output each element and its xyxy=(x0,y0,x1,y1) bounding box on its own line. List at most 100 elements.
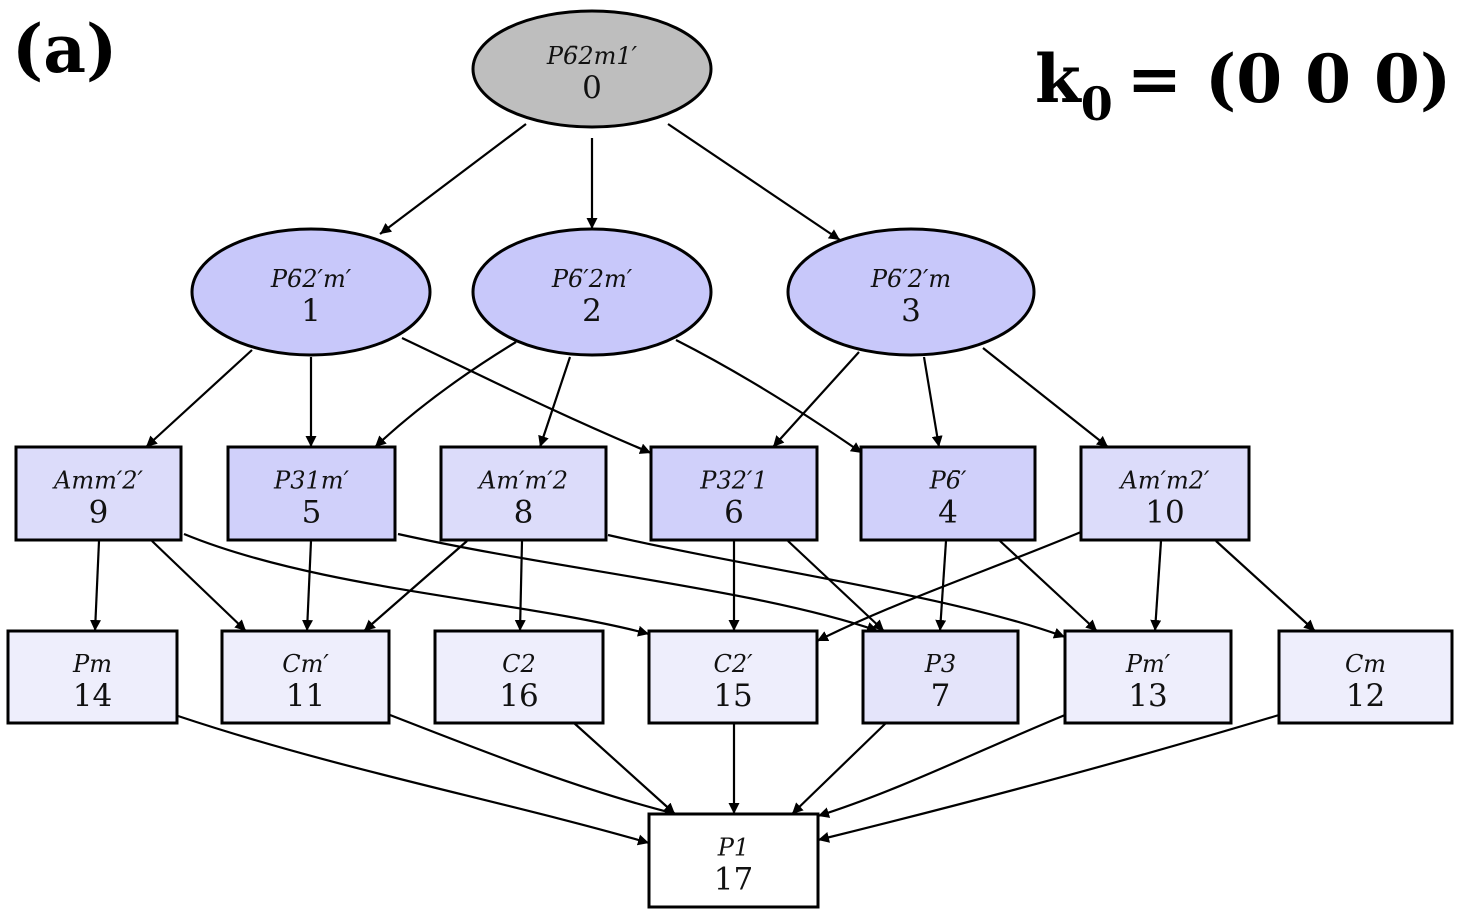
edge-n4-to-n13 xyxy=(999,540,1098,632)
edge-n9-to-n14 xyxy=(89,540,101,632)
node-13: Pm′13 xyxy=(1063,629,1233,725)
edge-n16-to-n17 xyxy=(573,722,676,815)
edge-n9-to-n11 xyxy=(151,540,247,632)
node-3: P6̄′2′m3 xyxy=(786,227,1036,357)
node-17-symbol: P1 xyxy=(717,834,749,862)
node-15-index: 15 xyxy=(713,678,752,714)
edge-n5-to-n11 xyxy=(301,540,313,632)
node-5-shape xyxy=(226,445,397,542)
node-11-symbol: Cm′ xyxy=(282,650,329,678)
node-6-shape xyxy=(649,445,819,542)
node-11: Cm′11 xyxy=(220,629,391,725)
node-2-symbol: P6̄′2m′ xyxy=(551,265,633,293)
node-2-shape xyxy=(471,227,713,357)
node-10-index: 10 xyxy=(1145,495,1184,531)
node-13-index: 13 xyxy=(1128,678,1167,714)
node-8-index: 8 xyxy=(514,495,534,531)
node-11-index: 11 xyxy=(286,678,325,714)
node-4-shape xyxy=(859,445,1037,542)
node-7-index: 7 xyxy=(931,678,951,714)
edge-n0-to-n1 xyxy=(379,123,527,235)
node-8-symbol: Am′m′2 xyxy=(477,467,568,495)
node-1-symbol: P6̄2′m′ xyxy=(270,265,352,293)
node-15-symbol: C2′ xyxy=(713,650,753,678)
panel-label: (a) xyxy=(12,10,117,88)
node-2-index: 2 xyxy=(582,293,602,329)
node-11-shape xyxy=(220,629,391,725)
node-1-shape xyxy=(190,227,432,357)
node-3-shape xyxy=(786,227,1036,357)
node-7-symbol: P3 xyxy=(924,650,956,678)
edge-n7-to-n17 xyxy=(791,722,887,815)
node-15: C2′15 xyxy=(647,629,819,725)
node-15-shape xyxy=(647,629,819,725)
edge-n10-to-n12 xyxy=(1215,540,1316,632)
node-8-shape xyxy=(439,445,608,542)
edge-n8-to-n16 xyxy=(514,540,526,632)
edge-n2-to-n4 xyxy=(675,339,863,454)
node-16-index: 16 xyxy=(499,678,538,714)
edge-n2-to-n8 xyxy=(538,356,572,448)
edge-n0-to-n3 xyxy=(667,123,841,241)
node-14-shape xyxy=(6,629,179,725)
node-3-symbol: P6̄′2′m xyxy=(870,265,951,293)
node-14-index: 14 xyxy=(73,678,112,714)
node-9-shape xyxy=(14,445,183,542)
edge-n13-to-n17 xyxy=(817,713,1066,818)
node-6-index: 6 xyxy=(724,495,744,531)
edge-n14-to-n17 xyxy=(177,714,650,846)
node-10-shape xyxy=(1079,445,1251,542)
node-9-symbol: Amm′2′ xyxy=(52,467,144,495)
node-2: P6̄′2m′2 xyxy=(471,227,713,357)
k-vector-label: k0 = (0 0 0) xyxy=(1035,40,1451,131)
edge-n10-to-n15 xyxy=(816,530,1082,642)
node-12-shape xyxy=(1277,629,1454,725)
node-5: P31m′5 xyxy=(226,445,397,542)
node-6: P32′16 xyxy=(649,445,819,542)
node-12-symbol: Cm xyxy=(1345,650,1386,678)
node-4: P6̄′4 xyxy=(859,445,1037,542)
node-7: P37 xyxy=(861,629,1020,725)
node-13-symbol: Pm′ xyxy=(1125,650,1171,678)
node-0-shape xyxy=(471,9,713,129)
edge-n11-to-n17 xyxy=(389,713,677,817)
node-10-symbol: Am′m2′ xyxy=(1118,467,1210,495)
node-9: Amm′2′9 xyxy=(14,445,183,542)
edges-layer xyxy=(89,123,1316,846)
edge-n1-to-n9 xyxy=(145,349,253,448)
node-5-symbol: P31m′ xyxy=(273,467,349,495)
edge-n9-to-n15 xyxy=(183,532,650,637)
node-6-symbol: P32′1 xyxy=(699,467,767,495)
node-17-index: 17 xyxy=(714,862,753,898)
node-0-index: 0 xyxy=(582,70,602,106)
edge-n6-to-n7 xyxy=(787,540,885,632)
node-16-symbol: C2 xyxy=(502,650,536,678)
edge-n8-to-n13 xyxy=(607,533,1066,639)
node-16-shape xyxy=(433,629,605,725)
edge-n3-to-n10 xyxy=(982,347,1109,448)
k-vector-value: = (0 0 0) xyxy=(1127,40,1451,118)
node-13-shape xyxy=(1063,629,1233,725)
edge-n12-to-n17 xyxy=(817,713,1280,843)
node-1: P6̄2′m′1 xyxy=(190,227,432,357)
node-8: Am′m′28 xyxy=(439,445,608,542)
nodes-layer: P6̄2m1′0P6̄2′m′1P6̄′2m′2P6̄′2′m3Amm′2′9P… xyxy=(6,9,1454,909)
node-0-symbol: P6̄2m1′ xyxy=(546,42,638,70)
edge-n1-to-n6 xyxy=(401,337,652,455)
node-14-symbol: Pm xyxy=(72,650,112,678)
node-17-shape xyxy=(647,812,820,909)
node-3-index: 3 xyxy=(901,293,921,329)
edge-n3-to-n6 xyxy=(772,351,860,448)
edge-n8-to-n11 xyxy=(363,540,468,632)
edge-n5-to-n7 xyxy=(397,532,879,633)
node-7-shape xyxy=(861,629,1020,725)
node-0: P6̄2m1′0 xyxy=(471,9,713,129)
node-4-index: 4 xyxy=(938,495,958,531)
edge-n3-to-n4 xyxy=(922,356,943,448)
k-vector-symbol: k xyxy=(1035,40,1082,118)
k-vector-subscript: 0 xyxy=(1081,77,1113,131)
